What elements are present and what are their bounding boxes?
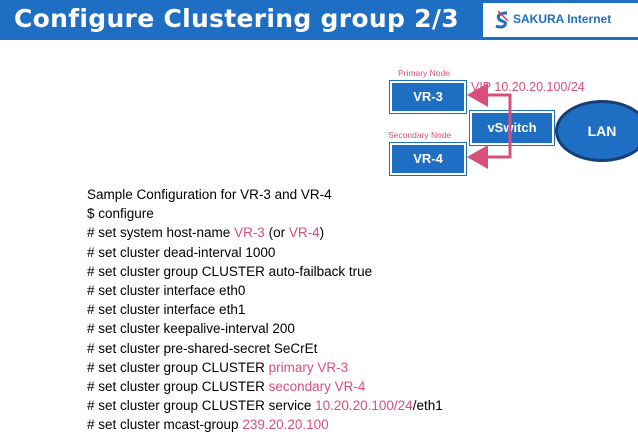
config-line: # set cluster mcast-group 239.20.20.100 <box>87 417 329 433</box>
sakura-logo-icon <box>495 10 509 29</box>
config-line: # set cluster group CLUSTER auto-failbac… <box>87 263 373 279</box>
config-line: # set cluster interface eth0 <box>87 283 246 299</box>
logo-text: SAKURA Internet <box>513 12 612 26</box>
config-line: # set cluster group CLUSTER service 10.2… <box>87 398 443 414</box>
secondary-node-label: Secondary Node <box>388 130 452 140</box>
vswitch-box: vSwitch <box>469 110 555 146</box>
vr3-box: VR-3 <box>389 80 467 114</box>
config-block: Sample Configuration for VR-3 and VR-4 $… <box>87 185 443 435</box>
vr4-box: VR-4 <box>389 142 467 176</box>
config-line: # set cluster dead-interval 1000 <box>87 244 276 260</box>
config-heading: Sample Configuration for VR-3 and VR-4 <box>87 187 332 202</box>
config-line: # set system host-name VR-3 (or VR-4) <box>87 225 325 241</box>
arrow-to-vr3 <box>467 83 512 111</box>
config-line: # set cluster interface eth1 <box>87 302 246 318</box>
vip-label: VIP 10.20.20.100/24 <box>471 80 585 94</box>
config-line: # set cluster group CLUSTER secondary VR… <box>87 379 366 395</box>
config-line: # set cluster pre-shared-secret SeCrEt <box>87 340 318 356</box>
config-line: $ configure <box>87 206 154 222</box>
primary-node-label: Primary Node <box>398 68 450 78</box>
config-line: # set cluster keepalive-interval 200 <box>87 321 295 337</box>
config-line: # set cluster group CLUSTER primary VR-3 <box>87 359 349 375</box>
page-title: Configure Clustering group 2/3 <box>14 4 459 33</box>
sakura-logo: SAKURA Internet <box>483 3 638 37</box>
title-bar: Configure Clustering group 2/3 SAKURA In… <box>0 0 638 40</box>
arrow-to-vr4 <box>467 111 512 169</box>
lan-node: LAN <box>555 100 638 162</box>
